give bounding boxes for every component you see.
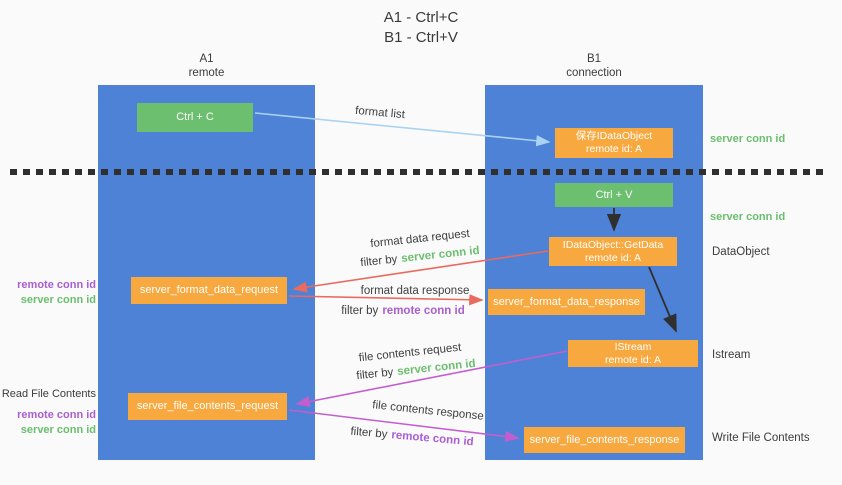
node-server-format-data-response: server_format_data_response: [488, 289, 645, 315]
node-ctrl-v-label: Ctrl + V: [595, 188, 633, 201]
lane-header-b1: B1 connection: [485, 52, 703, 80]
lane-header-a1: A1 remote: [98, 52, 315, 80]
node-server-format-data-request: server_format_data_request: [131, 277, 287, 304]
lane-b1-id: B1: [586, 53, 602, 65]
filter-by-text: filter by: [359, 253, 398, 270]
lane-b1-subtitle: connection: [566, 67, 622, 79]
node-istream: IStream remote id: A: [568, 340, 698, 367]
node-ctrl-c-label: Ctrl + C: [176, 111, 214, 123]
label-istream: Istream: [712, 349, 751, 361]
label-server-conn-id-mid-right: server conn id: [710, 211, 786, 223]
title-line-2: B1 - Ctrl+V: [384, 29, 458, 46]
node-istream-line2: remote id: A: [604, 353, 662, 366]
label-remote-conn-id-left-bottom: remote conn id: [17, 409, 96, 421]
node-save-idataobject: 保存IDataObject remote id: A: [555, 128, 673, 158]
node-file-request-label: server_file_contents_request: [136, 400, 279, 412]
node-ctrl-c: Ctrl + C: [137, 103, 253, 132]
node-server-file-contents-response: server_file_contents_response: [524, 427, 685, 453]
label-server-conn-id-top-right: server conn id: [710, 133, 786, 145]
diagram-title: A1 - Ctrl+C B1 - Ctrl+V: [321, 8, 521, 48]
server-conn-id-text: server conn id: [400, 244, 481, 265]
node-idataobject-getdata: IDataObject::GetData remote id: A: [549, 237, 677, 266]
title-line-1: A1 - Ctrl+C: [383, 9, 459, 26]
node-format-request-label: server_format_data_request: [139, 284, 279, 296]
label-server-conn-id-left-bottom: server conn id: [20, 424, 96, 436]
node-server-file-contents-request: server_file_contents_request: [128, 393, 287, 420]
label-group-format-conn-ids: remote conn id server conn id: [0, 278, 96, 308]
filter-by-text: filter by: [349, 425, 388, 441]
label-server-conn-id-left-top: server conn id: [20, 294, 96, 306]
label-remote-conn-id-left-top: remote conn id: [17, 279, 96, 291]
node-save-idataobject-line2: remote id: A: [585, 143, 643, 155]
lane-a1-id: A1: [199, 53, 214, 65]
label-write-file-contents: Write File Contents: [712, 432, 810, 444]
edge-label-format-data-response: format data response: [360, 285, 470, 297]
node-getdata-line2: remote id: A: [584, 251, 642, 264]
label-read-file-contents: Read File Contents: [1, 388, 96, 400]
node-save-idataobject-line1: 保存IDataObject: [575, 130, 653, 142]
filter-by-text: filter by: [355, 366, 394, 383]
edge-label-file-contents-response: file contents response: [371, 399, 485, 423]
lane-a1-subtitle: remote: [188, 67, 225, 79]
filter-by-text: filter by: [341, 305, 379, 317]
edge-label-format-list: format list: [354, 104, 406, 122]
node-ctrl-v: Ctrl + V: [555, 183, 673, 207]
remote-conn-id-text: remote conn id: [390, 429, 475, 449]
node-format-response-label: server_format_data_response: [493, 295, 640, 308]
node-istream-line1: IStream: [614, 340, 652, 353]
remote-conn-id-text: remote conn id: [382, 305, 465, 317]
node-getdata-line1: IDataObject::GetData: [562, 238, 664, 251]
server-conn-id-text: server conn id: [396, 357, 477, 378]
label-dataobject: DataObject: [712, 246, 770, 258]
label-group-file-conn-ids: remote conn id server conn id: [0, 408, 96, 438]
phase-separator-line: [10, 169, 827, 175]
node-file-response-label: server_file_contents_response: [529, 433, 680, 446]
